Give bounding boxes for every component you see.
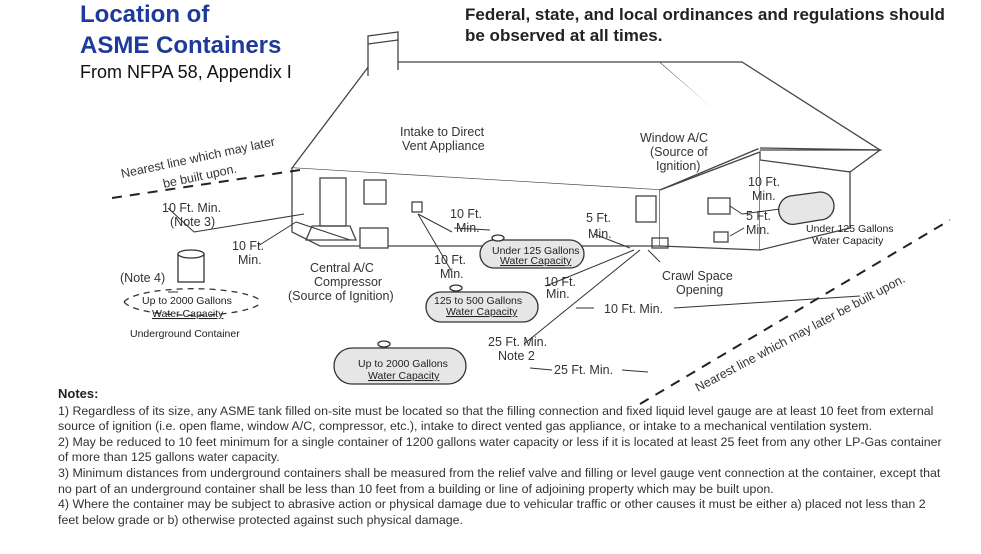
dist-compressor-10ft: 10 Ft. [434,253,466,267]
tank-window-cap-2: Water Capacity [812,235,884,247]
underground-tank-riser [177,253,205,283]
underground-cap-2: Water Capacity [152,308,224,320]
dist-window-5ft-min: Min. [746,223,770,237]
window-ac-label-3: Ignition) [656,159,700,173]
note-1: 1) Regardless of its size, any ASME tank… [58,403,934,434]
window-ac-label-1: Window A/C [640,131,708,145]
dist-25ft-min: 25 Ft. Min. [488,335,547,349]
tank-window-side [778,191,835,225]
intake-label-2: Vent Appliance [402,139,485,153]
central-ac-2: Compressor [314,275,382,289]
note-4: 4) Where the container may be subject to… [58,497,926,527]
dist-ac-10ft: 10 Ft. [232,239,264,253]
dist-window-10ft: 10 Ft. [748,175,780,189]
tank-2000-cap-2: Water Capacity [368,370,440,382]
dist-window-5ft: 5 Ft. [746,209,771,223]
central-ac-3: (Source of Ignition) [288,289,394,303]
underground-tank-ellipse [123,301,263,316]
underground-dist-2: (Note 3) [170,215,215,229]
underground-dist-1: 10 Ft. Min. [162,201,221,215]
crawl-label-1: Crawl Space [662,269,733,283]
underground-container-label: Underground Container [130,328,240,340]
tank-under125-cap-2: Water Capacity [500,255,572,267]
tank-125-500 [425,291,539,323]
notes-heading: Notes: [58,386,99,401]
dist-compressor-min: Min. [440,267,464,281]
crawl-space-opening [651,237,669,249]
chimney [367,31,399,76]
crawl-label-2: Opening [676,283,723,297]
intake-label-1: Intake to Direct [400,125,485,139]
dist-10ft-min-line: 10 Ft. Min. [604,302,663,316]
tank-up-to-2000 [333,347,467,385]
note-2: 2) May be reduced to 10 feet minimum for… [58,434,942,465]
central-ac-1: Central A/C [310,261,374,275]
tank-under125-cap-1: Under 125 Gallons [492,245,580,257]
dist-intake-10ft: 10 Ft. [450,207,482,221]
tank-window-cap-1: Under 125 Gallons [806,223,894,235]
dist-crawl-10ft: 10 Ft. [544,275,576,289]
tank-under-125 [479,239,585,269]
dist-25ft-min-line: 25 Ft. Min. [554,363,613,377]
tank-125-500-cap-1: 125 to 500 Gallons [434,295,522,307]
dist-crawl-min: Min. [546,287,570,301]
dist-ac-min: Min. [238,253,262,267]
intake-vent [411,201,423,213]
note2-label: Note 2 [498,349,535,363]
property-line-left [111,169,301,199]
tank-125-500-cap-2: Water Capacity [446,306,518,318]
dist-window-min: Min. [752,189,776,203]
tank-2000-cap-1: Up to 2000 Gallons [358,358,448,370]
window-ac-label-2: (Source of [650,145,708,159]
central-ac-compressor [359,227,389,249]
notes-section: Notes: 1) Regardless of its size, any AS… [58,386,948,528]
note4-label: (Note 4) [120,271,165,285]
property-line-right [639,219,951,405]
underground-cap-1: Up to 2000 Gallons [142,295,232,307]
regulations-note: Federal, state, and local ordinances and… [465,5,945,45]
dist-5ft-min: Min. [588,227,612,241]
dist-intake-min: Min. [456,221,480,235]
dist-5ft: 5 Ft. [586,211,611,225]
nearest-line-right: Nearest line which may later be built up… [693,272,908,395]
title-line-1: Location of [80,1,210,28]
subtitle: From NFPA 58, Appendix I [80,62,292,82]
title-line-2: ASME Containers [80,32,282,59]
note-3: 3) Minimum distances from underground co… [58,465,941,496]
